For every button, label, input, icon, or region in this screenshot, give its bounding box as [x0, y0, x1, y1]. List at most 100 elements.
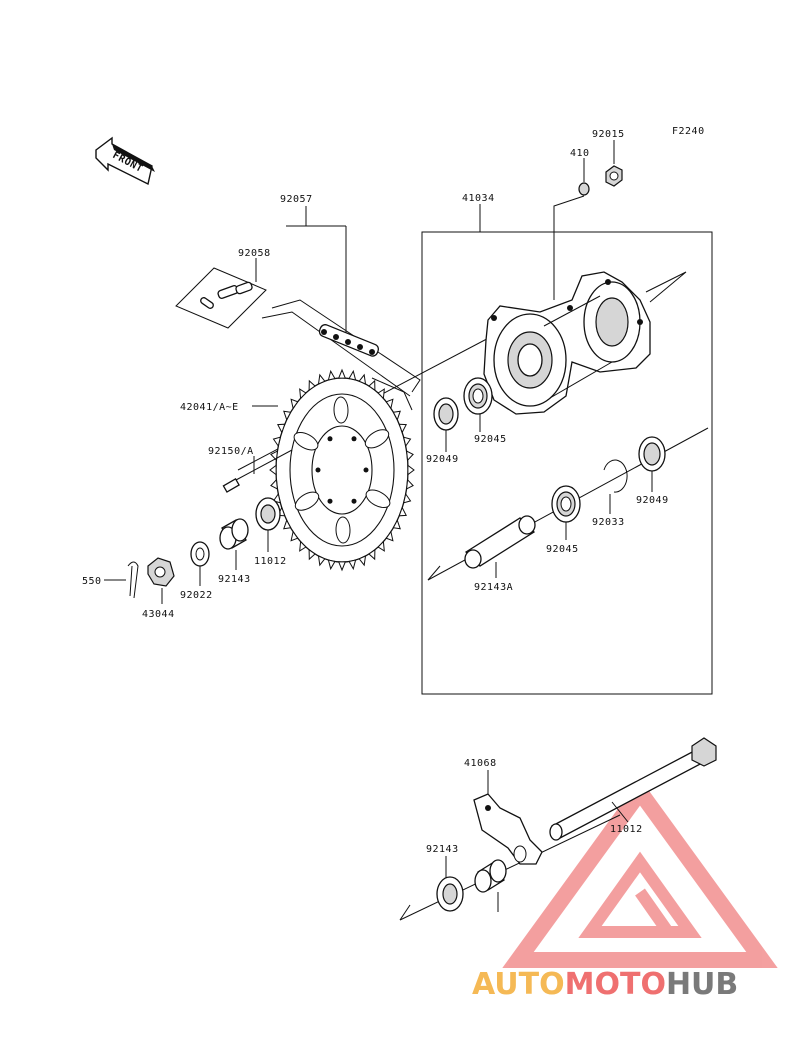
sprocket-tooth [358, 555, 367, 567]
part-label-92058: 92058 [238, 248, 271, 259]
part-11012-collar-upper: 11012 [254, 497, 287, 567]
sprocket-tooth [348, 369, 357, 381]
part-label-92150: 92150/A [208, 446, 254, 457]
sprocket-tooth [283, 410, 292, 421]
sprocket-bolt-hole [315, 467, 321, 473]
sprocket-tooth [269, 464, 277, 476]
part-92015-nut: 92015 [592, 129, 625, 187]
sprocket-tooth [327, 369, 336, 381]
sprocket-tooth [368, 548, 376, 561]
sprocket-tooth [290, 530, 299, 542]
chain-links [318, 324, 380, 357]
sprocket-tooth [272, 436, 281, 448]
sprocket-tooth [299, 540, 307, 552]
sprocket-tooth [368, 379, 376, 392]
sprocket-tooth [377, 540, 385, 552]
sprocket-tooth [398, 423, 407, 434]
part-11012-collar-lower: 92143 [426, 844, 464, 912]
part-92150-bolt: 92150/A [208, 446, 293, 493]
sprocket-tooth [406, 478, 414, 490]
sprocket-hole [365, 489, 391, 509]
part-label-41034: 41034 [462, 193, 495, 204]
part-label-43044: 41068 [464, 758, 497, 769]
part-92057-chain: 92057 [261, 194, 421, 411]
sprocket-tooth [348, 559, 357, 571]
part-92015A-castle-nut: 43044 [142, 557, 175, 620]
part-label-92045-top: 92045 [474, 434, 507, 445]
sprocket-bolt-hole [327, 436, 333, 442]
part-42041-sprocket: 42041/A~E [180, 368, 415, 572]
diagram-code: F2240 [672, 126, 705, 137]
sprocket-tooth [270, 450, 278, 462]
sprocket-tooth [308, 379, 316, 392]
part-92058-link: 92058 [175, 248, 271, 329]
part-92022-washer: 92022 [180, 541, 213, 601]
part-label-92015: 92015 [592, 129, 625, 140]
part-label-41068: 11012 [610, 824, 643, 835]
part-label-92049-left: 92049 [426, 454, 459, 465]
sprocket-bolt-hole [327, 498, 333, 504]
part-label-410: 410 [570, 148, 590, 159]
part-92049-seal-left: 92049 [426, 397, 459, 465]
sprocket-tooth [290, 398, 299, 410]
sprocket-tooth [317, 555, 326, 567]
sprocket-tooth [406, 450, 414, 462]
part-92143-collar-lower [474, 859, 507, 912]
sprocket-tooth [403, 492, 412, 504]
sprocket-tooth [299, 388, 307, 400]
sprocket-tooth [392, 410, 401, 421]
part-410-washer: 410 [553, 148, 590, 300]
sprocket-tooth [403, 436, 412, 448]
sprocket-hole [333, 396, 349, 424]
sprocket-tooth [327, 559, 336, 571]
part-550-cotter-pin: 550 [82, 561, 139, 599]
sprocket-tooth [407, 464, 415, 476]
sprocket-hole [293, 431, 319, 451]
part-label-92057: 92057 [280, 194, 313, 205]
sprocket-tooth [392, 519, 401, 530]
part-43044-adjuster: 41068 [464, 758, 543, 865]
sprocket-tooth [398, 506, 407, 517]
part-92143-collar-upper: 92143 [218, 518, 251, 585]
watermark-text: AUTOMOTOHUB [472, 967, 738, 1002]
sprocket-tooth [385, 530, 394, 542]
sprocket-hole [294, 491, 320, 511]
sprocket-bolt-hole [351, 436, 357, 442]
sprocket-tooth [308, 548, 316, 561]
watermark-auto: AUTO [472, 967, 565, 1002]
sprocket-tooth [358, 373, 367, 385]
sprocket-hole [335, 516, 351, 544]
part-92049-seal-right: 92049 [636, 436, 669, 506]
axis-guides [237, 271, 709, 921]
part-label-92143A: 92143A [474, 582, 513, 593]
part-label-92049-right: 92049 [636, 495, 669, 506]
part-92045-bearing-bottom: 92045 [546, 485, 581, 555]
part-label-92015A: 43044 [142, 609, 175, 620]
sprocket-bolt-hole [363, 467, 369, 473]
sprocket-bolt-hole [351, 498, 357, 504]
part-label-92143-upper: 92143 [218, 574, 251, 585]
sprocket-tooth [270, 478, 278, 490]
part-92143A-spacer: 92143A [464, 515, 536, 593]
part-label-92033: 92033 [592, 517, 625, 528]
part-92045-bearing-top: 92045 [463, 377, 507, 445]
watermark-moto: MOTO [565, 967, 666, 1002]
part-label-550: 550 [82, 576, 102, 587]
front-direction-arrow-icon: FRONT [95, 136, 155, 186]
sprocket-tooth [337, 368, 347, 379]
part-92033-circlip: 92033 [592, 459, 628, 528]
sprocket-tooth [377, 388, 385, 400]
sprocket-tooth [385, 398, 394, 410]
watermark-logo [502, 778, 778, 968]
part-41068-axle: 11012 [549, 737, 717, 841]
part-label-92022: 92022 [180, 590, 213, 601]
part-label-92045-bottom: 92045 [546, 544, 579, 555]
sprocket-hole [364, 429, 390, 449]
watermark-hub: HUB [666, 967, 738, 1002]
hub-assembly-box: 41034 [421, 193, 713, 695]
sprocket-tooth [337, 561, 347, 572]
part-label-11012-upper: 11012 [254, 556, 287, 567]
sprocket-tooth [283, 519, 292, 530]
part-41034-hub [483, 271, 651, 415]
